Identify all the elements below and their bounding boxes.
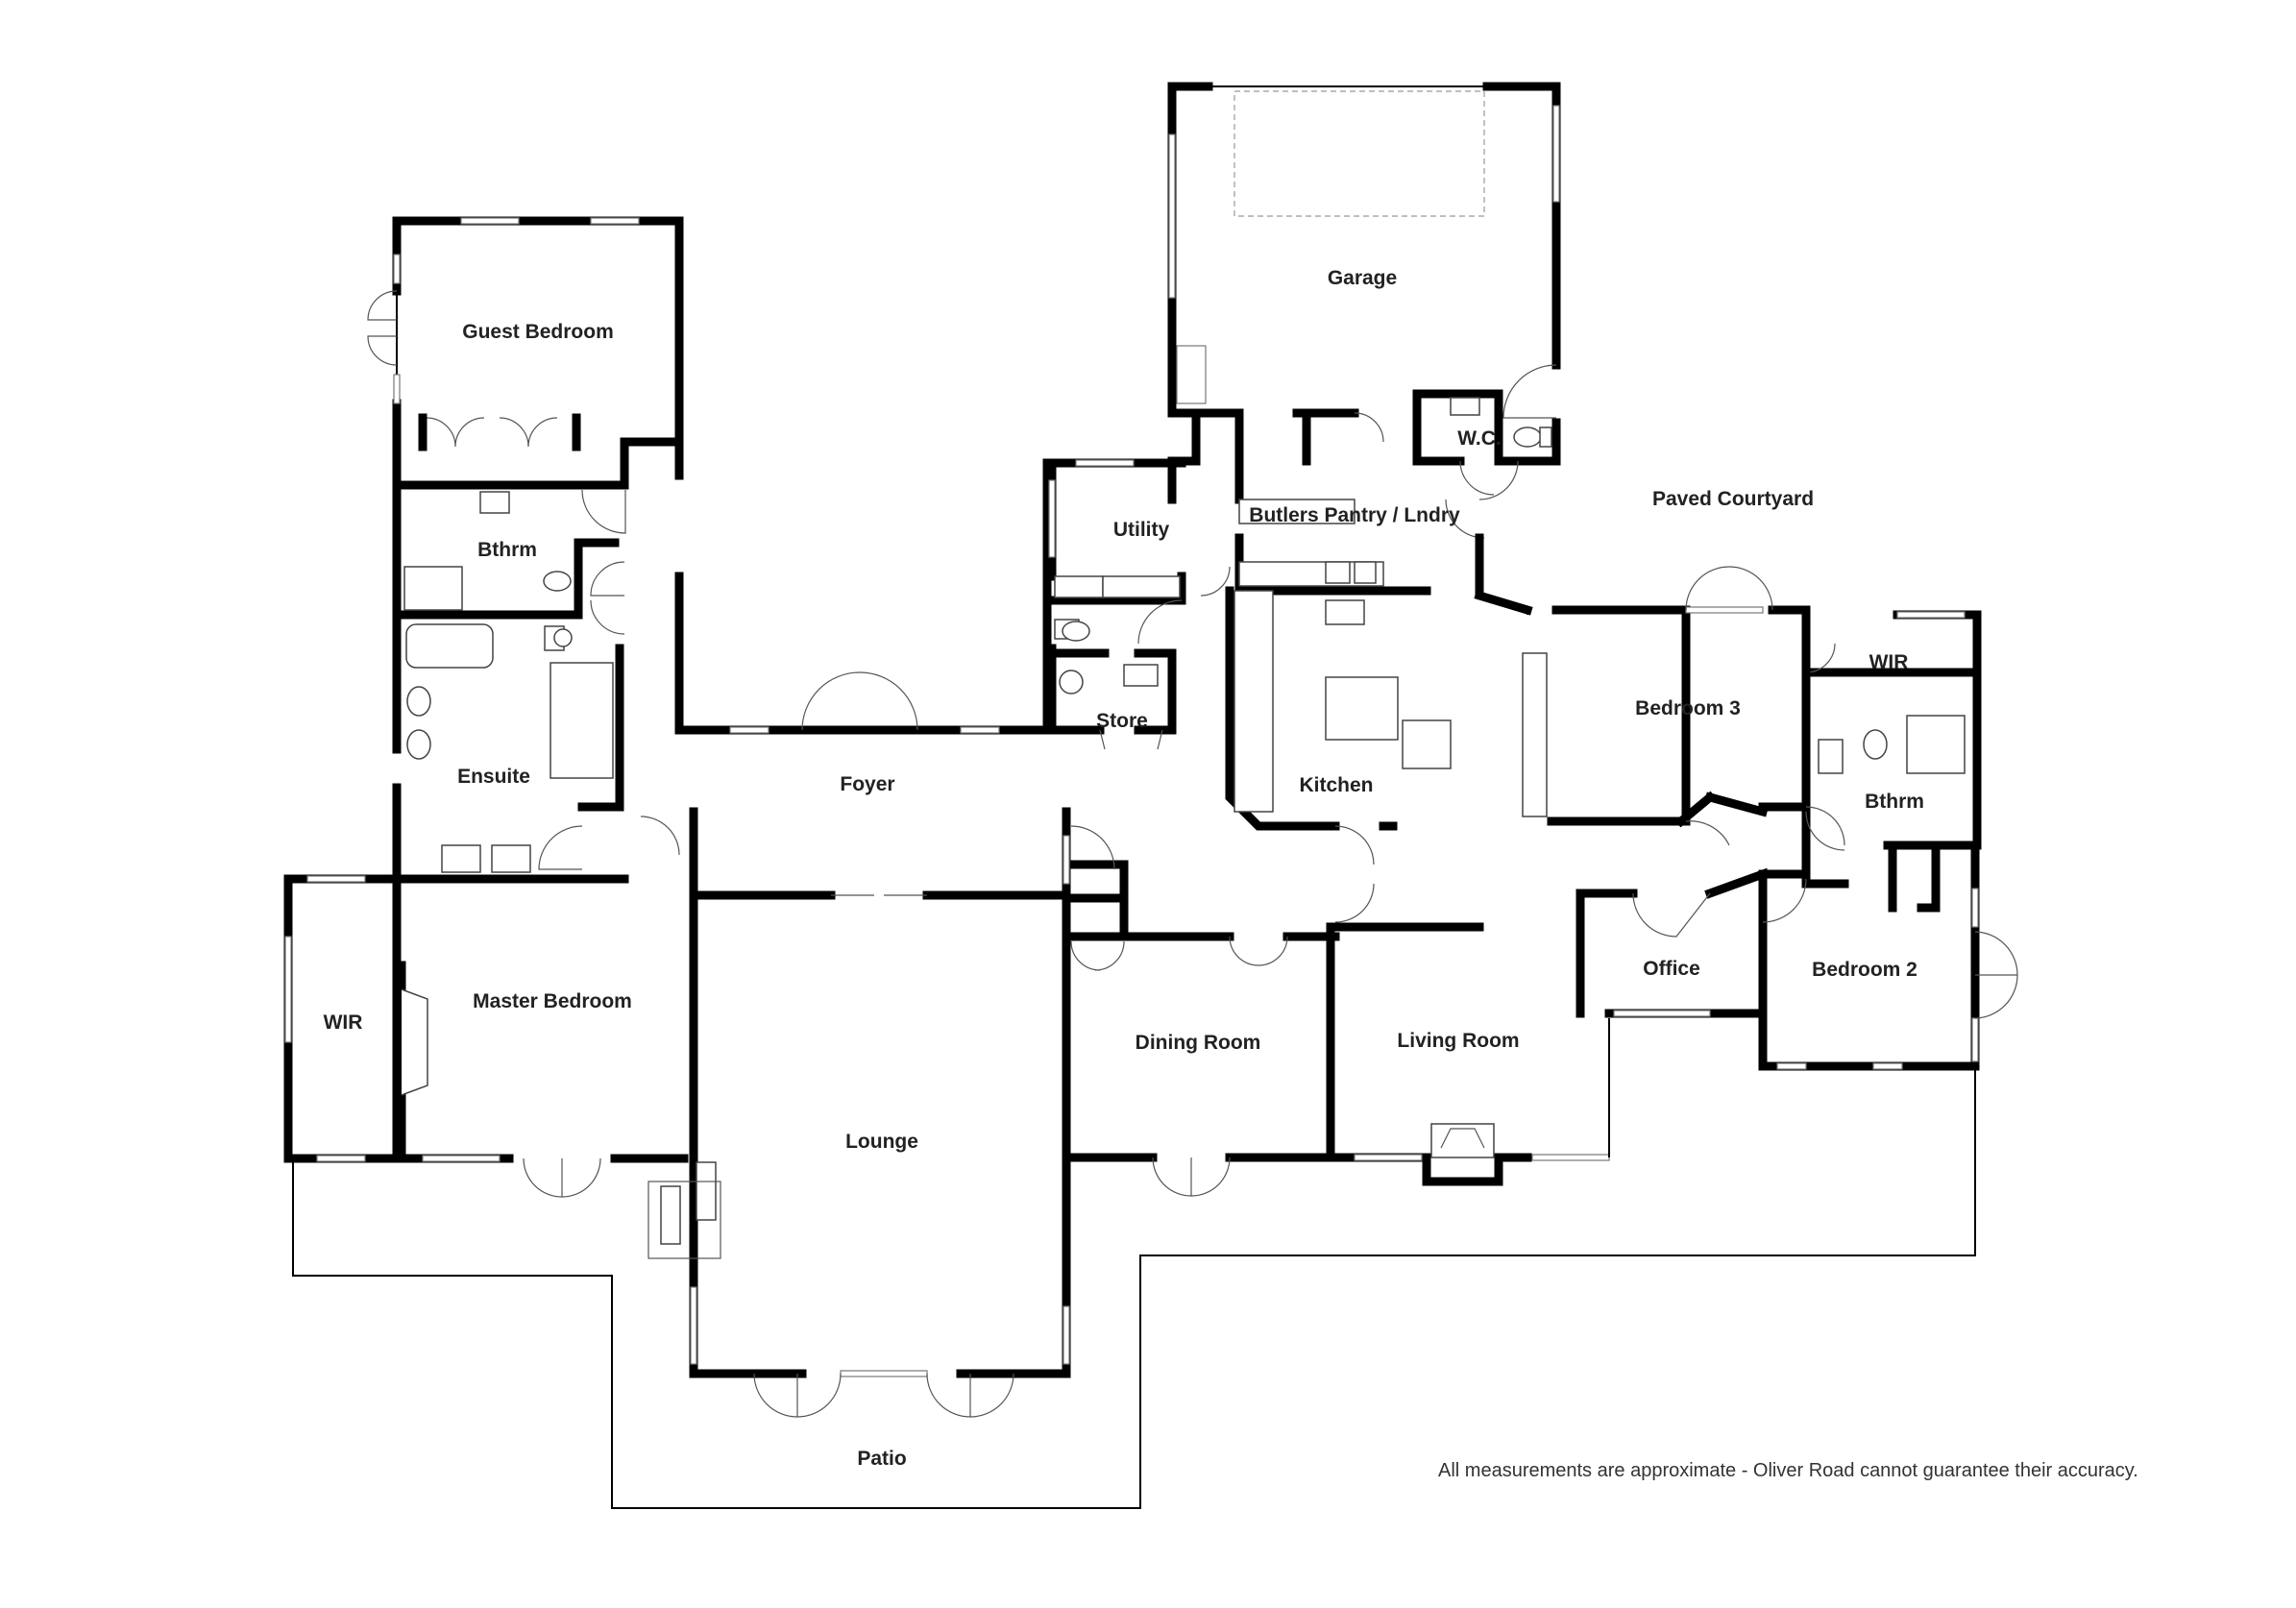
room-label-bthrm-upper: Bthrm (477, 539, 537, 561)
dining-walls (1062, 807, 1335, 1162)
room-label-foyer: Foyer (840, 773, 895, 795)
room-label-bthrm-right: Bthrm (1865, 791, 1924, 813)
office-walls (1575, 867, 1768, 1018)
room-label-living-room: Living Room (1397, 1030, 1520, 1052)
disclaimer-text: All measurements are approximate - Olive… (1438, 1460, 2138, 1481)
room-label-utility: Utility (1112, 519, 1170, 541)
room-label-bedroom3: Bedroom 3 (1635, 697, 1741, 719)
master-wing-walls (689, 807, 807, 1378)
room-label-wir-right: WIR (1869, 651, 1909, 673)
room-label-garage: Garage (1327, 267, 1398, 289)
room-label-store: Store (1096, 710, 1148, 732)
room-label-patio: Patio (857, 1448, 907, 1470)
room-label-paved-courtyard: Paved Courtyard (1651, 488, 1815, 510)
room-label-bedroom2: Bedroom 2 (1812, 959, 1917, 981)
room-label-master-bedroom: Master Bedroom (473, 990, 632, 1012)
patio-boundary (292, 1066, 1976, 1509)
bedroom2-walls (1758, 869, 1980, 1071)
room-label-lounge: Lounge (845, 1131, 918, 1153)
bedroom3-walls (1475, 533, 1691, 826)
room-label-wir-left: WIR (323, 1011, 363, 1034)
room-label-dining-room: Dining Room (1135, 1032, 1261, 1054)
guest-wing-walls (392, 216, 684, 480)
room-label-wc: W.C. (1457, 427, 1502, 450)
room-label-kitchen: Kitchen (1299, 774, 1374, 796)
room-label-butlers-pantry: Butlers Pantry / Lndry (1249, 504, 1460, 526)
garage-walls (1167, 82, 1561, 466)
kitchen-walls (1234, 456, 1533, 616)
foyer-walls (674, 458, 1052, 735)
room-label-ensuite: Ensuite (457, 766, 530, 788)
room-label-guest-bedroom: Guest Bedroom (462, 321, 614, 343)
room-label-office: Office (1643, 958, 1700, 980)
